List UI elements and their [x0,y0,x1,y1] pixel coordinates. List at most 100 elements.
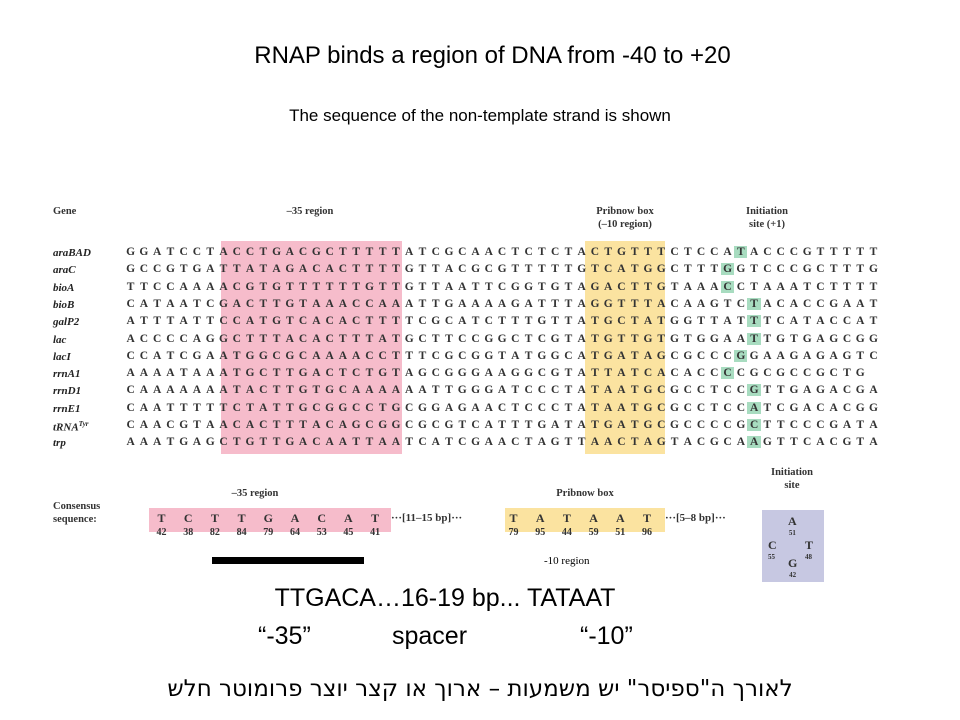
base: T [140,315,148,328]
base: T [630,384,639,397]
base: C [537,384,547,397]
base: G [298,367,308,380]
base: A [617,419,626,431]
base: C [471,332,480,345]
base: C [259,384,268,397]
base: A [869,419,878,431]
base: A [259,401,268,414]
base: C [550,384,560,397]
base: T [630,367,639,380]
minus35-underline [212,557,364,564]
base: T [445,332,453,345]
label-minus35: “-35” [258,622,311,650]
base: A [219,246,228,258]
base: A [683,297,692,310]
base: G [364,280,374,293]
base: C [325,367,334,380]
base: G [696,332,706,345]
base: C [484,315,493,328]
base: A [458,315,467,328]
base: C [723,401,732,414]
base: C [471,419,480,431]
base: C [816,419,825,431]
consensus-minus35-box [149,508,391,532]
base: A [298,436,308,449]
base: T [285,315,294,328]
base: C [511,332,520,345]
consensus-pribnow-label: Pribnow box [556,488,614,499]
base: A [126,367,135,380]
base: G [842,436,852,449]
base: T [352,280,360,293]
base: T [803,280,812,293]
base: T [193,297,201,310]
base: A [338,436,348,449]
base: C [259,367,268,380]
base: G [537,315,547,328]
base: C [245,246,255,258]
base: A [418,384,427,397]
base: G [351,419,361,431]
base: T [458,419,467,431]
gene-name: bioA [53,281,75,294]
base: G [418,367,427,380]
base: C [776,263,785,276]
base: A [577,384,586,397]
base: G [391,419,401,431]
pribnow-band [585,241,665,454]
base: A [604,401,613,414]
base: T [126,280,135,293]
base: C [696,401,706,414]
base: A [683,280,692,293]
base: C [710,367,719,380]
base: C [431,349,440,362]
base: T [591,401,599,414]
base: A [829,401,838,414]
base: T [697,315,705,328]
base: C [179,246,188,258]
base: C [325,332,334,345]
base: C [219,315,228,328]
base: C [776,315,785,328]
header-pribnow: Pribnow box(–10 region) [596,206,654,230]
base: T [392,315,400,328]
base: G [550,367,560,380]
base: T [392,263,400,276]
base: G [311,246,321,258]
base: T [816,246,825,258]
slide-subtitle: The sequence of the non-template strand … [289,106,671,125]
base: G [869,401,878,414]
base: T [511,263,520,276]
base: T [564,419,573,431]
base: G [192,263,202,276]
base: A [617,367,626,380]
base: A [550,419,560,431]
base: T [259,263,268,276]
consensus-minus35-label: –35 region [231,488,279,499]
base: C [789,246,799,258]
base: C [325,246,334,258]
base: A [604,280,613,293]
base: G [603,332,613,345]
base: C [365,297,374,310]
base: T [418,297,427,310]
base: T [630,246,639,258]
base: A [312,332,321,345]
base: C [179,349,188,362]
base: T [829,246,838,258]
base: T [564,384,573,397]
base: A [206,419,215,431]
base: G [272,280,282,293]
base: C [710,349,719,362]
base: T [272,436,281,449]
base: G [325,401,335,414]
label-spacer: spacer [392,622,468,650]
base: A [723,332,732,345]
base: G [484,332,494,345]
base: C [842,332,852,345]
base: T [763,315,772,328]
base: A [511,349,520,362]
base: T [179,401,188,414]
